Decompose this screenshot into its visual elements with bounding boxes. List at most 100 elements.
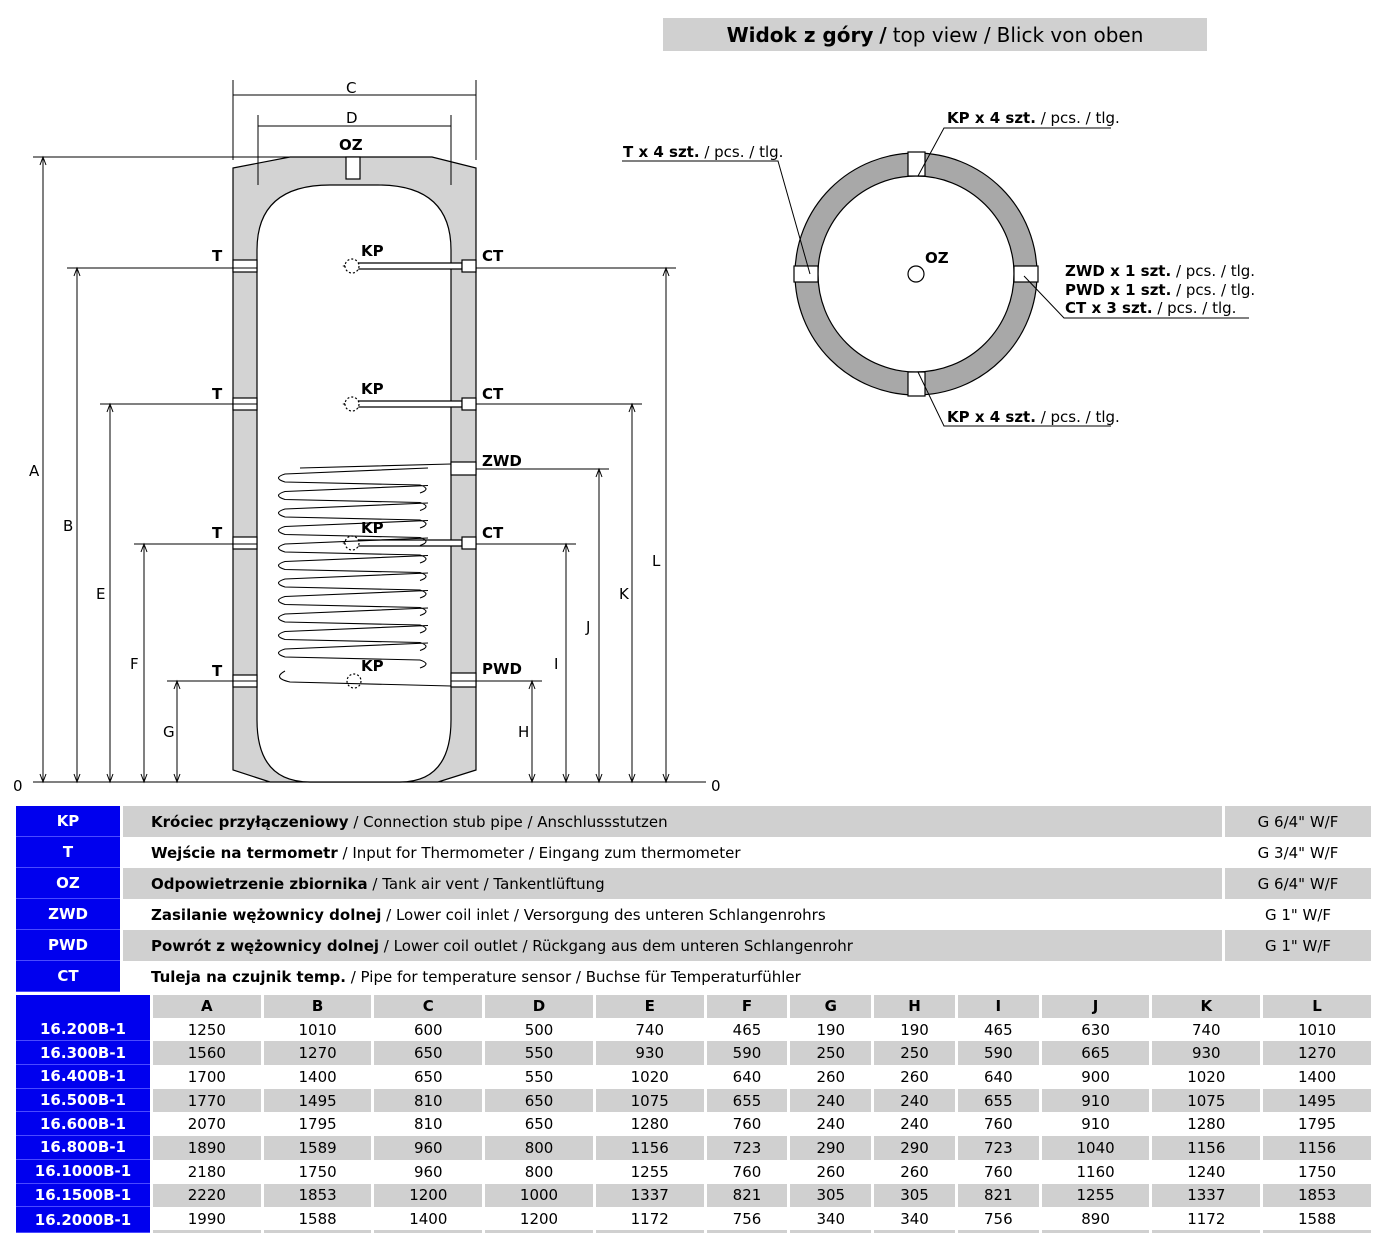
legend-thread-spec: G 1" W/F [1264, 905, 1332, 924]
legend-description: Wejście na termometr / Input for Thermom… [123, 837, 1222, 868]
legend-code: ZWD [16, 899, 120, 930]
dimension-value: 190 [900, 1020, 929, 1039]
legend-code: PWD [16, 930, 120, 961]
kp-stub-marker [344, 396, 360, 412]
dimension-value: 1156 [1152, 1136, 1261, 1160]
dimension-value: 640 [984, 1067, 1013, 1086]
dimension-value: 2220 [153, 1183, 261, 1208]
dimension-value: 1172 [1152, 1207, 1261, 1233]
view-title-pl: Widok z góry [726, 22, 874, 47]
column-header-l: L [1263, 995, 1371, 1018]
kp-label: KP [361, 380, 384, 398]
legend-code: T [16, 837, 120, 868]
dimension-value: 305 [874, 1183, 955, 1208]
dimension-value: 340 [790, 1207, 872, 1233]
column-header-e: E [595, 995, 704, 1018]
dimension-value: 465 [732, 1020, 762, 1039]
column-header-k: K [1152, 995, 1261, 1018]
dim-label-k: K [619, 585, 630, 603]
ct-label: CT [482, 247, 504, 265]
legend-translations: / Connection stub pipe / Anschlussstutze… [348, 812, 668, 831]
dimension-value: 240 [900, 1115, 929, 1134]
dimension-value: 1255 [630, 1162, 669, 1181]
dimension-value: 1853 [1263, 1183, 1371, 1208]
dimension-value: 1700 [187, 1067, 226, 1086]
column-header-b: B [263, 995, 372, 1018]
dimension-value: 640 [732, 1067, 762, 1086]
legend-pl: Króciec przyłączeniowy [151, 812, 349, 831]
dimension-value: 500 [524, 1020, 554, 1039]
dimension-value: 960 [374, 1136, 483, 1160]
dimension-value: 1400 [374, 1207, 483, 1233]
dimension-value: 260 [816, 1067, 846, 1086]
view-title-sep: / [879, 22, 887, 47]
dimension-lines [33, 80, 706, 784]
tank-side-view [232, 156, 477, 783]
model-name: 16.800B-1 [16, 1136, 150, 1160]
dimension-value: 1020 [1187, 1067, 1226, 1086]
dimension-value: 290 [790, 1136, 872, 1160]
zwd-stub [450, 461, 477, 476]
dimension-value: 260 [900, 1067, 929, 1086]
dimension-value: 250 [874, 1041, 955, 1066]
dimension-value: 723 [706, 1136, 788, 1160]
heating-coil [277, 463, 452, 687]
kp-stub-marker [344, 535, 360, 551]
dimension-value: 960 [413, 1162, 443, 1181]
column-header-c: C [374, 995, 483, 1018]
legend-code: CT [16, 961, 120, 992]
ct-label: CT [482, 524, 504, 542]
dimension-value: 1280 [1187, 1115, 1226, 1134]
kp-pipe [342, 262, 463, 270]
dimension-value: 1075 [1152, 1088, 1261, 1113]
dimension-value: 240 [790, 1088, 872, 1113]
dimension-value: 1240 [1187, 1162, 1226, 1181]
dimension-value: 756 [706, 1207, 788, 1233]
legend-pl: Zasilanie wężownicy dolnej [151, 905, 382, 924]
legend-row: PWD Powrót z wężownicy dolnej / Lower co… [16, 930, 1371, 961]
dim-label-j: J [585, 618, 590, 636]
dimension-value: 1400 [298, 1067, 337, 1086]
pwd-label: PWD [482, 660, 522, 678]
dimension-value: 1795 [1297, 1115, 1337, 1134]
model-name: 16.1500B-1 [16, 1183, 150, 1208]
dimension-value: 290 [874, 1136, 955, 1160]
tank-top-view [622, 127, 1249, 427]
dimension-value: 1337 [1152, 1183, 1261, 1208]
legend-description: Odpowietrzenie zbiornika / Tank air vent… [123, 868, 1222, 899]
dimension-value: 305 [790, 1183, 872, 1208]
zwd-label: ZWD [482, 452, 522, 470]
oz-stub [345, 156, 361, 180]
column-header-a: A [153, 995, 261, 1018]
view-title: Widok z góry / top view / Blick von oben [663, 18, 1207, 51]
legend-pl: Powrót z wężownicy dolnej [151, 936, 380, 955]
kp-stub-marker [344, 258, 360, 274]
oz-vent-marker [907, 265, 925, 283]
dimension-value: 821 [957, 1183, 1039, 1208]
legend-row: CT Tuleja na czujnik temp. / Pipe for te… [16, 961, 1371, 992]
legend-pl: Wejście na termometr [151, 843, 338, 862]
dimension-value: 821 [706, 1183, 788, 1208]
dimension-value: 2070 [187, 1115, 226, 1134]
dimension-value: 1250 [187, 1020, 226, 1039]
dimension-value: 260 [900, 1162, 929, 1181]
dimension-value: 250 [790, 1041, 872, 1066]
view-title-en: top view [892, 22, 978, 47]
dimension-value: 900 [1081, 1067, 1110, 1086]
dimension-value: 1588 [263, 1207, 372, 1233]
top-oz-label: OZ [925, 249, 949, 267]
dimension-value: 1156 [1263, 1136, 1371, 1160]
dim-label-d: D [346, 109, 358, 127]
dimension-value: 1588 [1263, 1207, 1371, 1233]
dimension-value: 1560 [153, 1041, 261, 1066]
dimension-value: 1160 [1076, 1162, 1115, 1181]
top-kp-label: KP x 4 szt. / pcs. / tlg. [947, 109, 1120, 127]
model-name: 16.600B-1 [16, 1112, 150, 1137]
oz-label: OZ [339, 136, 363, 154]
top-zwd-label: ZWD x 1 szt. / pcs. / tlg. [1065, 262, 1255, 280]
dimension-value: 1010 [1297, 1020, 1337, 1039]
